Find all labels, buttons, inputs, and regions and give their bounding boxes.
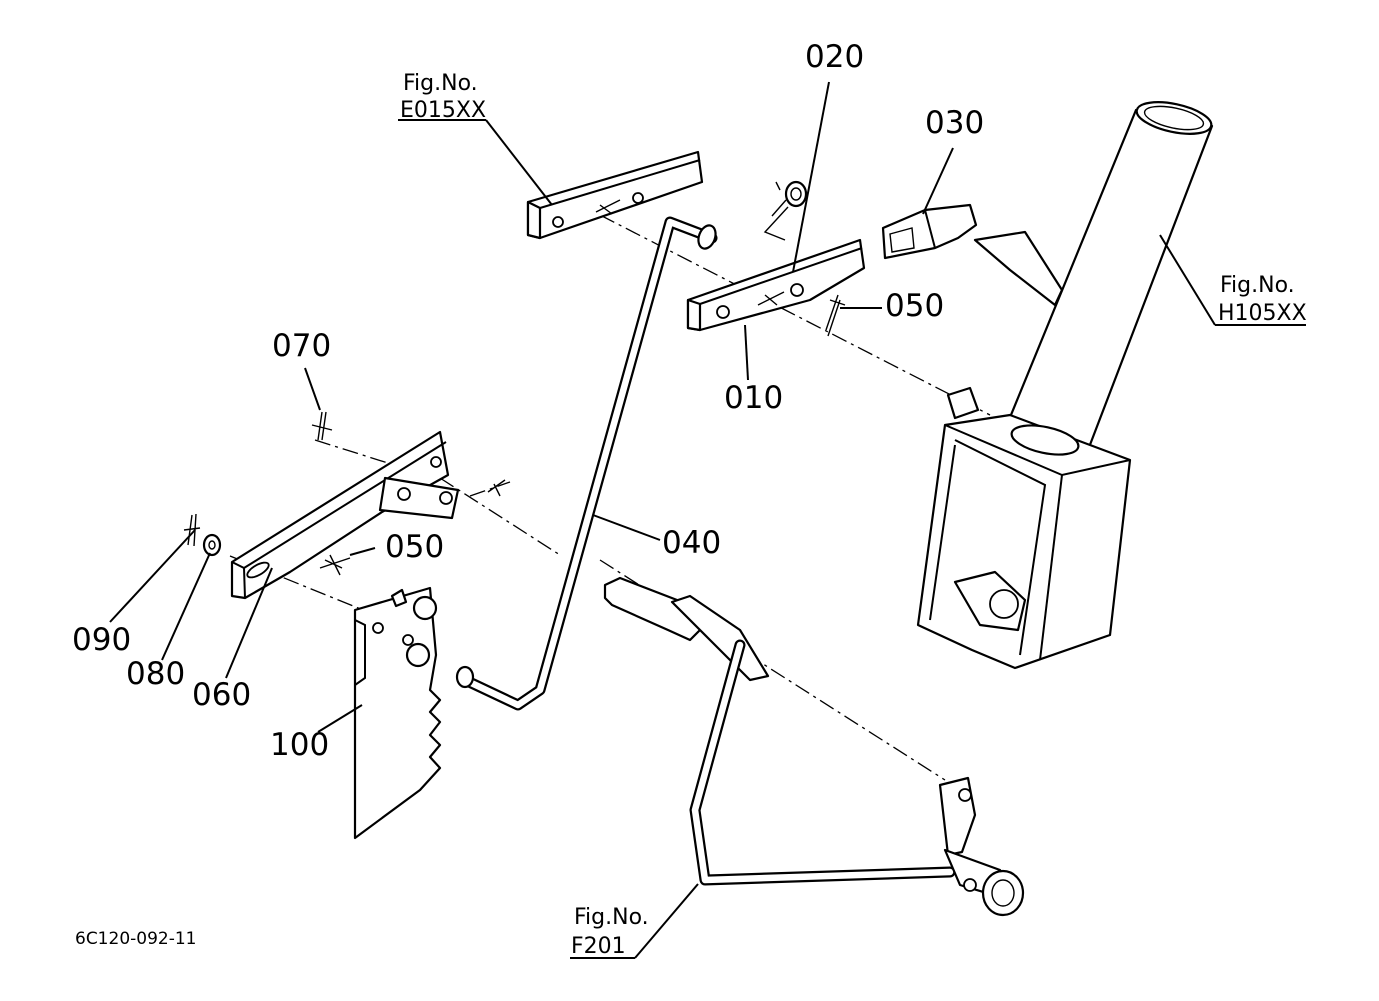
- part-label-050-upper: 050: [885, 288, 944, 324]
- pedal-arm-f201: [603, 576, 1025, 917]
- clip-050-lower: [319, 554, 351, 576]
- clip-upper-right-pin: [487, 479, 506, 497]
- leader-lines: [109, 81, 1306, 959]
- washer-080: [202, 533, 222, 557]
- cap-030: [881, 203, 978, 260]
- part-label-080: 080: [126, 656, 185, 692]
- notched-plate-100: [353, 586, 442, 840]
- clip-070: [311, 411, 333, 441]
- part-label-090: 090: [72, 622, 131, 658]
- steering-column: [973, 101, 1214, 452]
- part-label-070: 070: [272, 328, 331, 364]
- ref-f201-caption: Fig.No.: [574, 905, 649, 930]
- ref-e015-caption: Fig.No.: [403, 71, 478, 96]
- part-label-030: 030: [925, 105, 984, 141]
- part-label-040: 040: [662, 525, 721, 561]
- clip-050-upper: [825, 294, 846, 337]
- column-bracket: [916, 386, 1132, 670]
- link-010: [686, 238, 866, 332]
- part-label-020: 020: [805, 39, 864, 75]
- plate-e015xx: [526, 150, 704, 240]
- part-label-010: 010: [724, 380, 783, 416]
- ref-e015-number: E015XX: [400, 98, 486, 123]
- ref-h105-number: H105XX: [1218, 301, 1307, 326]
- part-label-100: 100: [270, 727, 329, 763]
- ref-h105-caption: Fig.No.: [1220, 273, 1295, 298]
- part-label-060: 060: [192, 677, 251, 713]
- spring-020: [763, 180, 808, 241]
- rod-040: [455, 216, 718, 711]
- part-label-050-lower: 050: [385, 529, 444, 565]
- lever-plate-060: [230, 430, 460, 600]
- drawing-code: 6C120-092-11: [75, 929, 196, 949]
- ref-f201-number: F201: [571, 934, 626, 959]
- clip-090: [183, 513, 201, 547]
